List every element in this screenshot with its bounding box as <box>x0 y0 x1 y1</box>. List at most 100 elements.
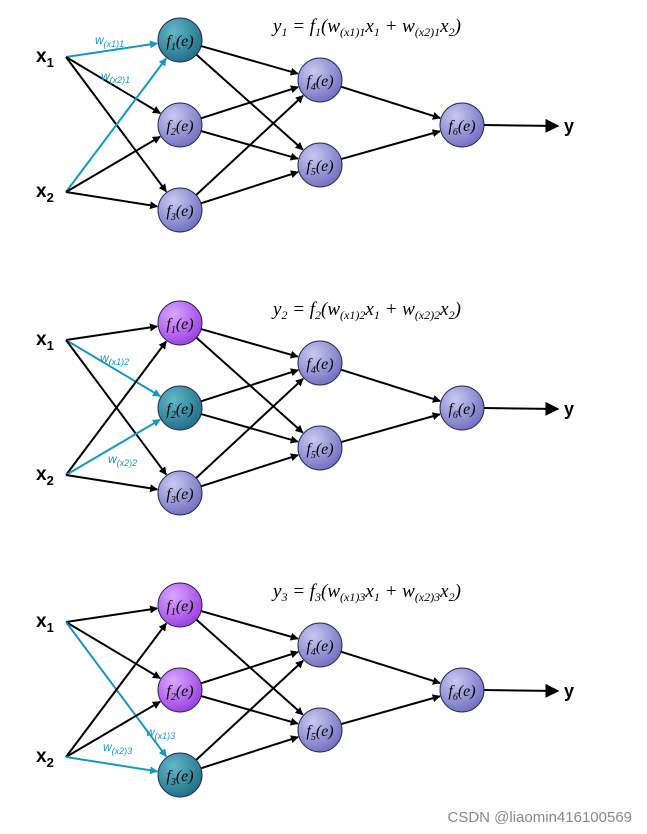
node-f5-normal: f5(e) <box>297 142 343 188</box>
input-label-x1: x1 <box>36 46 54 70</box>
formula-text: y2 = f2(w(x1)2x1 + w(x2)2x2) <box>271 299 461 322</box>
edge-f5-to-f6 <box>340 694 441 725</box>
input-label-x2: x2 <box>36 464 54 488</box>
node-f3-teal: f3(e) <box>157 752 203 798</box>
node-circle <box>157 752 203 798</box>
node-f1-purple: f1(e) <box>157 582 203 628</box>
node-circle <box>157 470 203 516</box>
edge-x1-to-f1 <box>65 605 159 623</box>
node-label: f5(e) <box>306 441 333 461</box>
edge-x1-to-f2-highlighted <box>65 339 161 398</box>
node-label: f6(e) <box>448 401 475 421</box>
edge-x2-to-f2 <box>65 700 161 758</box>
input-label-x2: x2 <box>36 746 54 770</box>
weight-label-1: w(x1)2 <box>100 351 129 367</box>
edge-f3-to-f4 <box>195 659 304 761</box>
node-circle <box>297 57 343 103</box>
node-circle <box>297 340 343 386</box>
edge-x2-to-f2 <box>65 135 161 193</box>
weight-label-1: w(x1)3 <box>146 725 175 741</box>
output-label-y: y <box>564 681 574 701</box>
output-arrow <box>483 683 560 698</box>
edge-x2-to-f1-highlighted <box>65 57 167 193</box>
input-label-x1: x1 <box>36 611 54 635</box>
formula-text: y1 = f1(w(x1)1x1 + w(x2)1x2) <box>271 16 461 39</box>
node-f3-normal: f3(e) <box>157 470 203 516</box>
node-f2-teal: f2(e) <box>157 385 203 431</box>
node-label: f3(e) <box>166 486 193 506</box>
edge-f1-to-f4 <box>200 610 299 641</box>
node-label: f1(e) <box>166 33 193 53</box>
node-label: f3(e) <box>166 203 193 223</box>
edge-f2-to-f4 <box>200 85 299 120</box>
node-label: f3(e) <box>166 768 193 788</box>
output-label-y: y <box>564 116 574 136</box>
edge-f5-to-f6 <box>340 129 441 160</box>
weight-label-2: w(x2)2 <box>108 452 137 468</box>
node-f1-teal: f1(e) <box>157 17 203 63</box>
node-label: f4(e) <box>306 638 333 658</box>
node-circle <box>157 17 203 63</box>
edge-f3-to-f5 <box>200 735 299 770</box>
node-f2-normal: f2(e) <box>157 102 203 148</box>
edge-f4-to-f6 <box>340 85 441 120</box>
output-arrow <box>483 118 560 133</box>
edge-f3-to-f4 <box>195 94 304 196</box>
node-label: f2(e) <box>166 401 193 421</box>
edge-x1-to-f2 <box>65 621 161 680</box>
node-label: f6(e) <box>448 118 475 138</box>
node-label: f1(e) <box>166 598 193 618</box>
edge-x2-to-f1 <box>65 622 167 758</box>
node-label: f2(e) <box>166 683 193 703</box>
watermark-text: CSDN @liaomin416100569 <box>448 809 633 826</box>
output-label-y: y <box>564 399 574 419</box>
node-circle <box>297 707 343 753</box>
node-circle <box>157 300 203 346</box>
edges-layer <box>65 40 560 775</box>
input-label-x2: x2 <box>36 181 54 205</box>
node-f4-normal: f4(e) <box>297 340 343 386</box>
node-label: f1(e) <box>166 316 193 336</box>
node-f1-purple: f1(e) <box>157 300 203 346</box>
output-arrow <box>483 401 560 416</box>
edge-f3-to-f5 <box>200 170 299 205</box>
edge-x2-to-f3-highlighted <box>65 756 159 775</box>
node-circle <box>157 385 203 431</box>
node-f5-normal: f5(e) <box>297 425 343 471</box>
input-label-x1: x1 <box>36 329 54 353</box>
edge-f2-to-f4 <box>200 368 299 403</box>
node-label: f4(e) <box>306 356 333 376</box>
node-label: f6(e) <box>448 683 475 703</box>
edge-x2-to-f1 <box>65 340 167 476</box>
weight-label-2: w(x2)1 <box>101 69 130 85</box>
node-f2-purple: f2(e) <box>157 667 203 713</box>
edge-x2-to-f3 <box>65 191 159 210</box>
edge-f1-to-f4 <box>200 45 299 76</box>
node-circle <box>157 187 203 233</box>
edge-f4-to-f6 <box>340 368 441 403</box>
edge-x2-to-f2-highlighted <box>65 418 161 476</box>
edge-f1-to-f4 <box>200 328 299 359</box>
node-circle <box>157 102 203 148</box>
edge-f3-to-f4 <box>195 377 304 479</box>
edge-x2-to-f3 <box>65 474 159 493</box>
edge-f5-to-f6 <box>340 412 441 443</box>
edge-x1-to-f1 <box>65 323 159 341</box>
node-circle <box>439 385 485 431</box>
edge-x1-to-f1-highlighted <box>65 40 159 58</box>
node-f6-normal: f6(e) <box>439 385 485 431</box>
node-f3-normal: f3(e) <box>157 187 203 233</box>
node-f4-normal: f4(e) <box>297 622 343 668</box>
node-label: f5(e) <box>306 158 333 178</box>
node-f6-normal: f6(e) <box>439 667 485 713</box>
node-label: f5(e) <box>306 723 333 743</box>
node-circle <box>439 102 485 148</box>
node-circle <box>297 622 343 668</box>
edge-f4-to-f6 <box>340 650 441 685</box>
node-f6-normal: f6(e) <box>439 102 485 148</box>
node-circle <box>157 667 203 713</box>
node-label: f2(e) <box>166 118 193 138</box>
edge-f2-to-f4 <box>200 650 299 685</box>
node-circle <box>297 425 343 471</box>
